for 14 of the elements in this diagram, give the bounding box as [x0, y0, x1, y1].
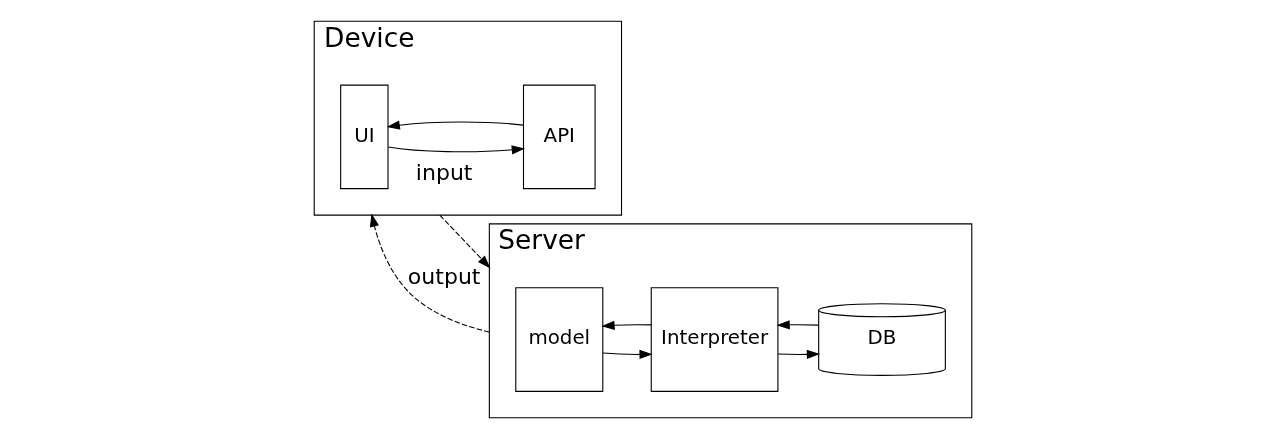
arrow: [777, 349, 821, 359]
edge-label: input: [415, 159, 473, 185]
node-box: UI: [340, 84, 389, 190]
arrow: [369, 213, 490, 333]
arrow: [601, 320, 652, 330]
node-box: API: [522, 84, 596, 190]
arrow: [776, 320, 819, 330]
node-box: Interpreter: [650, 287, 779, 392]
arrow: [387, 145, 525, 155]
node-box: model: [515, 287, 604, 392]
arrow: [602, 349, 653, 360]
arrow: [386, 120, 524, 130]
arrow: [439, 214, 491, 269]
edge-label: output: [407, 264, 481, 290]
